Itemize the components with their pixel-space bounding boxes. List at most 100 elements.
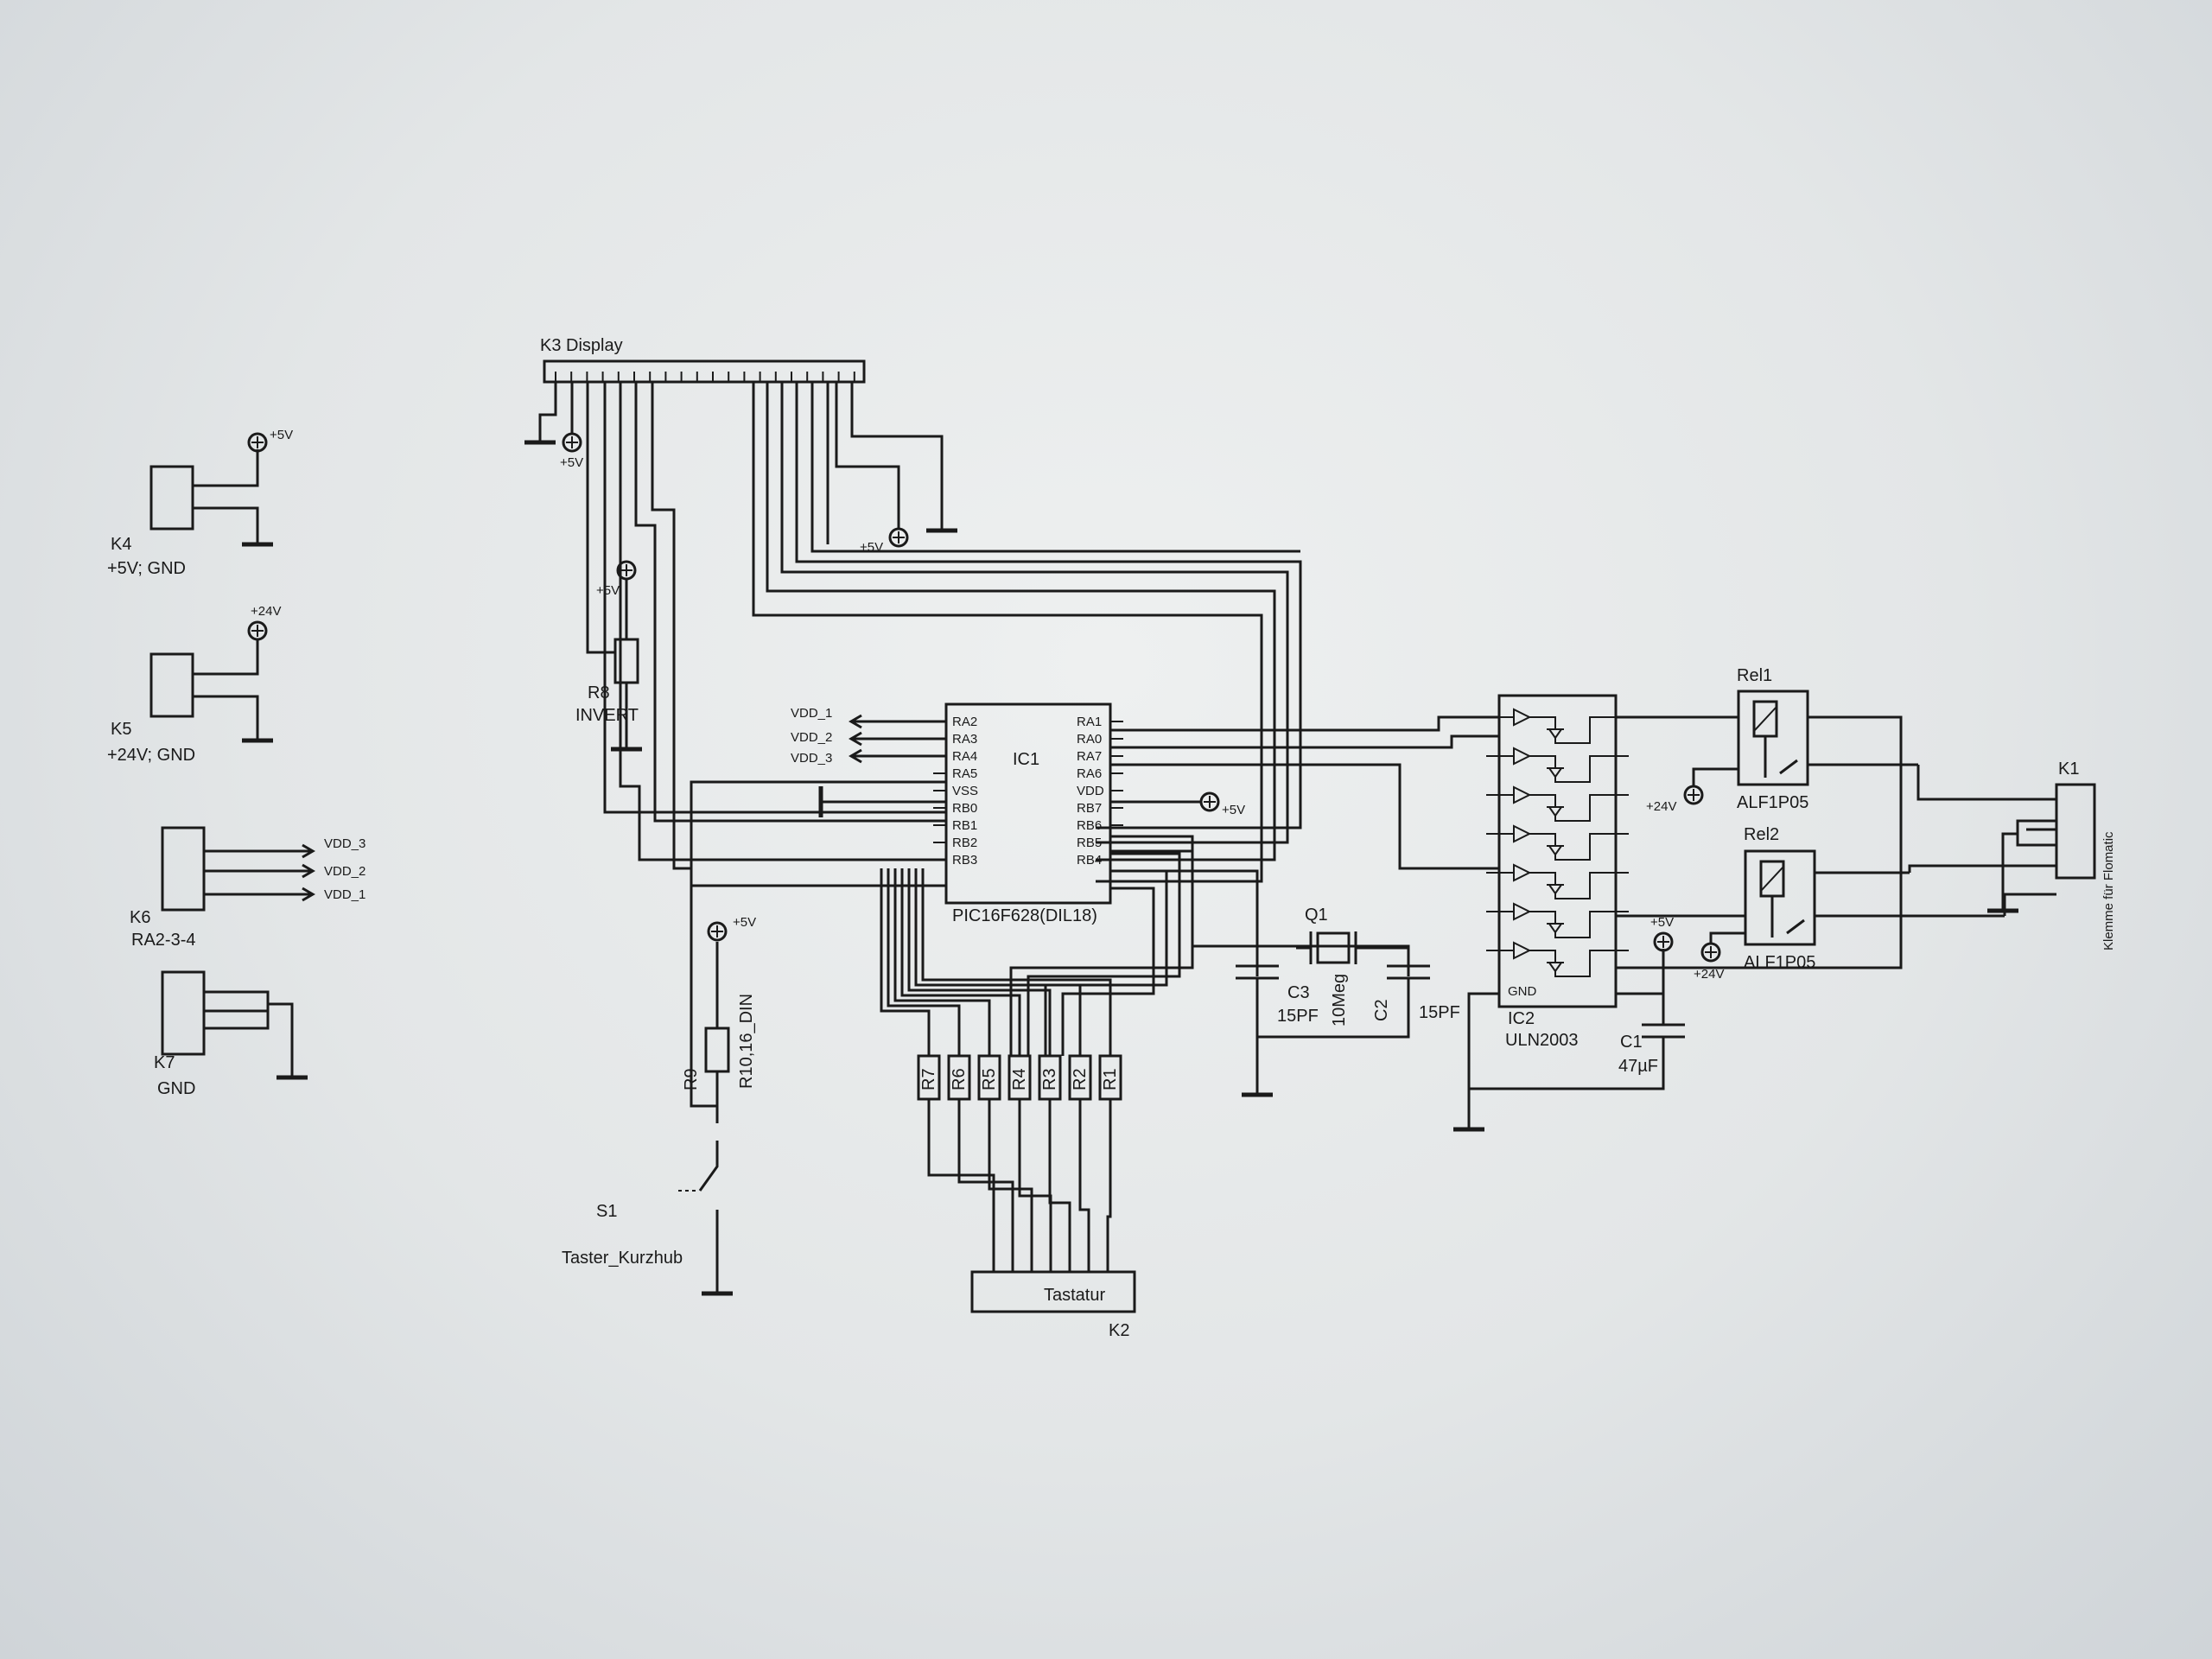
k5-supply-label: +24V bbox=[251, 604, 281, 619]
keypad-wire bbox=[1009, 835, 1194, 1056]
k4-supply-label: +5V bbox=[270, 428, 293, 442]
ic2-driver-gate bbox=[1513, 708, 1532, 727]
ic2-driver-gate bbox=[1513, 785, 1532, 804]
q1-name: Q1 bbox=[1305, 906, 1328, 925]
ic1-pin-label: RA1 bbox=[1077, 715, 1102, 729]
ic1-label: IC1 bbox=[1013, 750, 1039, 769]
k4-desc: +5V; GND bbox=[107, 559, 186, 578]
connector-k3-display: K3 Display +5V +5V bbox=[524, 336, 957, 555]
k6-vdd1-label: VDD_1 bbox=[324, 887, 365, 902]
ic1-pin-label: RA4 bbox=[952, 749, 977, 764]
ic2-diode bbox=[1529, 833, 1629, 861]
connector-k6: VDD_3 VDD_2 VDD_1 K6 RA2-3-4 bbox=[130, 826, 365, 950]
oscillator: Q1 10Meg C3 15PF C2 15PF bbox=[1110, 849, 1460, 1097]
connector-k2-keypad: Tastatur K2 bbox=[970, 1270, 1136, 1340]
switch-s1: +5V R10,16_DIN R9 S1 Taster_Kurzhub bbox=[562, 880, 756, 1296]
ic1-vdd2-label: VDD_2 bbox=[791, 730, 832, 745]
ic1-vdd3-label: VDD_3 bbox=[791, 751, 832, 766]
keypad-wire bbox=[1061, 887, 1155, 1056]
r10-supply: +5V bbox=[733, 915, 756, 930]
keypad-wire bbox=[957, 1099, 1014, 1272]
r9-label: R9 bbox=[682, 1068, 701, 1090]
ic2-driver-gate bbox=[1513, 902, 1532, 921]
k2-name: K2 bbox=[1109, 1321, 1129, 1340]
ic1-vdd1-label: VDD_1 bbox=[791, 706, 832, 721]
c1-supply: +5V bbox=[1650, 915, 1674, 930]
ic1-pin-label: RB4 bbox=[1077, 853, 1102, 868]
keypad-wire bbox=[927, 1099, 995, 1272]
ic1-pin-label: RB1 bbox=[952, 818, 977, 833]
keypad-wire bbox=[1078, 1099, 1090, 1272]
ic2-diode bbox=[1529, 872, 1629, 899]
c2-value: 15PF bbox=[1419, 1003, 1460, 1022]
keypad-wire bbox=[880, 868, 931, 1056]
keypad-wire bbox=[907, 868, 1052, 1056]
rel1-part: ALF1P05 bbox=[1737, 793, 1808, 812]
connector-k1: K1 Klemme für Flomatic bbox=[1908, 760, 2116, 950]
r8-value: INVERT bbox=[575, 706, 639, 725]
connector-k5: +24V K5 +24V; GND bbox=[107, 604, 281, 765]
ic1-pin-label: RA6 bbox=[1077, 766, 1102, 781]
keypad-wire bbox=[900, 868, 1021, 1056]
relay-rel2: +24V Rel2 ALF1P05 bbox=[1616, 825, 2005, 982]
k6-name: K6 bbox=[130, 908, 150, 927]
ic1-pin-label: RA7 bbox=[1077, 749, 1102, 764]
ic1-pin-label: RB2 bbox=[952, 836, 977, 850]
ic1-pin-label: RA2 bbox=[952, 715, 977, 729]
k5-desc: +24V; GND bbox=[107, 746, 195, 765]
keypad-resistor-label: R2 bbox=[1071, 1068, 1090, 1090]
r8-name: R8 bbox=[588, 683, 610, 702]
k6-desc: RA2-3-4 bbox=[131, 931, 195, 950]
capacitor-c1: +5V C1 47µF bbox=[1616, 915, 1685, 1076]
ic1-pin-label: RB5 bbox=[1077, 836, 1102, 850]
ic2-part: ULN2003 bbox=[1505, 1031, 1579, 1050]
c3-name: C3 bbox=[1287, 983, 1310, 1002]
ic1-pin-label: RA3 bbox=[952, 732, 977, 747]
k4-name: K4 bbox=[111, 535, 131, 554]
keypad-wire bbox=[921, 868, 1112, 1056]
keypad-wire bbox=[1048, 1099, 1071, 1272]
ic1-pin-label: RB6 bbox=[1077, 818, 1102, 833]
keypad-resistor-label: R7 bbox=[919, 1068, 938, 1090]
keypad-wire bbox=[1018, 1099, 1052, 1272]
s1-name: S1 bbox=[596, 1202, 617, 1221]
ic1-part: PIC16F628(DIL18) bbox=[952, 906, 1097, 925]
ic1-pin-label: VDD bbox=[1077, 784, 1104, 798]
ic2-diode bbox=[1529, 755, 1629, 783]
k1-desc: Klemme für Flomatic bbox=[2101, 831, 2116, 950]
k6-vdd2-label: VDD_2 bbox=[324, 864, 365, 879]
ic2-diode bbox=[1529, 794, 1629, 822]
k3-vdd-label: +5V bbox=[560, 455, 583, 470]
keypad-resistor-label: R5 bbox=[980, 1068, 999, 1090]
ic1-pin-label: VSS bbox=[952, 784, 978, 798]
rel2-supply: +24V bbox=[1694, 967, 1724, 982]
ic2-diode bbox=[1529, 911, 1629, 938]
ic1-pin-label: RB0 bbox=[952, 801, 977, 816]
rel1-supply: +24V bbox=[1646, 799, 1676, 814]
keypad-wire bbox=[887, 868, 961, 1056]
keypad-wire bbox=[988, 1099, 1033, 1272]
resistor-r8: +5V R8 INVERT bbox=[575, 382, 642, 752]
c2-name: C2 bbox=[1372, 999, 1391, 1021]
keypad-resistor-label: R3 bbox=[1040, 1068, 1059, 1090]
c1-value: 47µF bbox=[1618, 1057, 1658, 1076]
keypad-resistor-label: R1 bbox=[1101, 1068, 1120, 1090]
ic1-vdd-supply: +5V bbox=[1222, 803, 1245, 817]
k6-vdd3-label: VDD_3 bbox=[324, 836, 365, 851]
ic2-uln2003: GND IC2 ULN2003 bbox=[1110, 694, 1665, 1132]
ic1-pin-label: RA0 bbox=[1077, 732, 1102, 747]
r8-supply: +5V bbox=[596, 583, 620, 598]
c1-name: C1 bbox=[1620, 1033, 1643, 1052]
ic2-driver-gate bbox=[1513, 863, 1532, 882]
keypad-wire bbox=[1106, 1099, 1112, 1272]
ic1-pin-label: RB3 bbox=[952, 853, 977, 868]
ic2-driver-gate bbox=[1513, 747, 1532, 766]
k2-desc: Tastatur bbox=[1044, 1286, 1105, 1305]
c3-value: 15PF bbox=[1277, 1007, 1319, 1026]
keypad-resistor-label: R6 bbox=[950, 1068, 969, 1090]
ic1-pin-label: RA5 bbox=[952, 766, 977, 781]
keypad-wire bbox=[914, 868, 1082, 1056]
